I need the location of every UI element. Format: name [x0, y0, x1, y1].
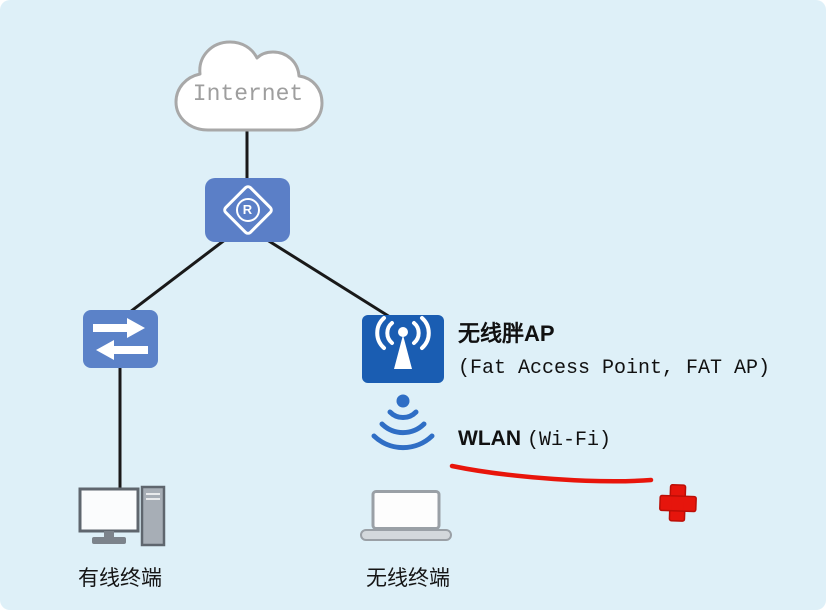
desktop-icon	[78, 485, 166, 547]
laptop-icon	[360, 490, 452, 542]
wifi-arcs	[371, 394, 435, 451]
link-router-ap	[263, 236, 399, 324]
wireless-terminal-label: 无线终端	[366, 567, 450, 590]
switch-arrows-icon	[93, 318, 148, 360]
desktop-computer-icon	[78, 485, 168, 550]
laptop-shape	[360, 490, 452, 541]
ap-subtitle: (Fat Access Point, FAT AP)	[458, 357, 771, 380]
wlan-detail: (Wi-Fi)	[526, 429, 611, 452]
ap-title: 无线胖AP	[458, 321, 555, 346]
access-point-icon	[362, 315, 444, 383]
wlan-label: WLAN	[458, 427, 521, 450]
wlan-label-block: WLAN(Wi-Fi)	[458, 427, 611, 452]
router-r-label: R	[235, 198, 260, 222]
ap-label-block: 无线胖AP (Fat Access Point, FAT AP)	[458, 316, 822, 380]
antenna-icon	[375, 316, 431, 369]
red-cross-icon	[659, 484, 697, 522]
wifi-signal-icon	[368, 392, 438, 458]
internet-label: Internet	[192, 81, 304, 107]
internet-cloud: Internet	[168, 30, 328, 142]
switch-icon	[83, 310, 158, 368]
wired-terminal-label: 有线终端	[78, 567, 162, 590]
red-underline-annotation	[449, 463, 654, 484]
cloud-icon	[174, 40, 324, 132]
router-icon: R	[205, 178, 290, 242]
link-router-switch	[121, 234, 231, 320]
